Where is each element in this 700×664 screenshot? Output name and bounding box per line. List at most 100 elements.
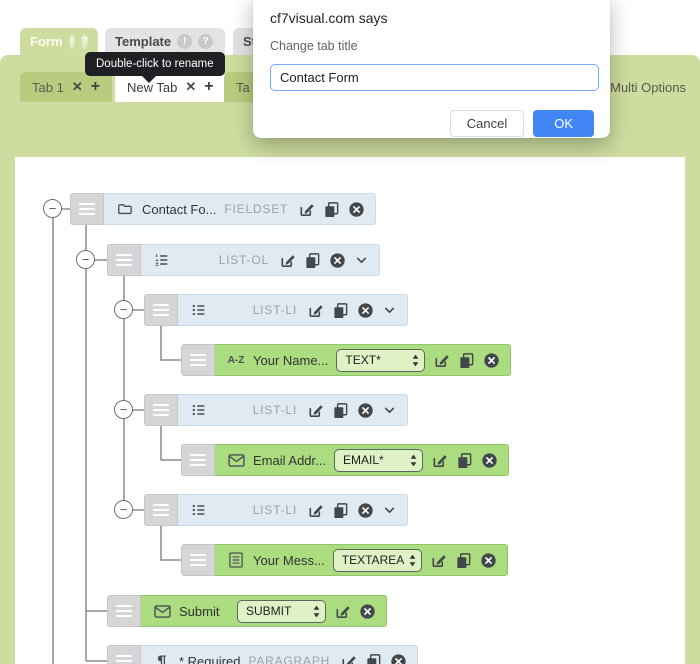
delete-icon[interactable] <box>329 252 346 269</box>
edit-icon[interactable] <box>279 252 296 269</box>
hamburger-icon <box>116 258 132 262</box>
hamburger-icon <box>190 558 206 562</box>
copy-icon[interactable] <box>304 252 321 269</box>
subtab-new-tab-label: New Tab <box>127 79 178 95</box>
delete-icon[interactable] <box>481 452 498 469</box>
subtab-new-tab[interactable]: New Tab ✕ + <box>115 72 226 102</box>
copy-icon[interactable] <box>332 302 349 319</box>
hamburger-icon <box>116 609 132 613</box>
copy-icon[interactable] <box>332 402 349 419</box>
az-icon: A-Z <box>227 354 245 366</box>
folder-icon <box>116 201 134 217</box>
row-body: LIST-LI <box>178 394 408 426</box>
drag-handle[interactable] <box>144 394 178 426</box>
row-label: Your Mess... <box>253 552 325 568</box>
add-tab-icon[interactable]: + <box>90 78 101 95</box>
envelope-icon <box>227 453 245 467</box>
tree-row-list-li: LIST-LI <box>144 394 408 426</box>
delete-icon[interactable] <box>357 302 374 319</box>
edit-icon[interactable] <box>307 302 324 319</box>
help-badge-icon[interactable]: ? <box>81 34 88 49</box>
drag-handle[interactable] <box>181 544 215 576</box>
copy-icon[interactable] <box>456 452 473 469</box>
collapse-toggle-icon[interactable]: − <box>43 199 62 218</box>
drag-handle[interactable] <box>144 494 178 526</box>
pilcrow-icon: ¶ <box>157 651 167 664</box>
drag-handle[interactable] <box>144 294 178 326</box>
copy-icon[interactable] <box>365 653 382 664</box>
tab-title-input[interactable] <box>270 64 599 91</box>
add-tab-icon[interactable]: + <box>204 78 214 95</box>
copy-icon[interactable] <box>458 352 475 369</box>
field-type-select[interactable]: SUBMIT <box>237 599 326 623</box>
collapse-toggle-icon[interactable]: − <box>114 300 133 319</box>
chevron-down-icon[interactable] <box>382 503 397 518</box>
close-icon[interactable]: ✕ <box>71 79 83 94</box>
alert-badge-icon[interactable]: ! <box>68 34 76 49</box>
chevron-down-icon[interactable] <box>382 403 397 418</box>
subtab-tab1[interactable]: Tab 1 ✕ + <box>20 72 113 102</box>
drag-handle[interactable] <box>181 444 215 476</box>
edit-icon[interactable] <box>340 653 357 664</box>
edit-icon[interactable] <box>433 352 450 369</box>
chevron-down-icon[interactable] <box>354 253 369 268</box>
edit-icon[interactable] <box>307 402 324 419</box>
delete-icon[interactable] <box>359 603 376 620</box>
tab-form[interactable]: Form ! ? <box>20 28 98 55</box>
form-panel: Tab 1 ✕ + New Tab ✕ + Ta Multi Options <box>0 55 700 664</box>
multi-options-link[interactable]: Multi Options <box>610 80 686 95</box>
delete-icon[interactable] <box>348 201 365 218</box>
subtab-ta-label: Ta <box>236 79 250 95</box>
edit-icon[interactable] <box>307 502 324 519</box>
dialog-message: Change tab title <box>270 39 358 53</box>
dialog-title: cf7visual.com says <box>270 10 388 26</box>
edit-icon[interactable] <box>334 603 351 620</box>
delete-icon[interactable] <box>480 552 497 569</box>
hamburger-icon <box>153 308 169 312</box>
collapse-toggle-icon[interactable]: − <box>114 400 133 419</box>
collapse-toggle-icon[interactable]: − <box>76 250 95 269</box>
collapse-toggle-icon[interactable]: − <box>114 500 133 519</box>
chevron-down-icon[interactable] <box>382 303 397 318</box>
drag-handle[interactable] <box>181 344 215 376</box>
field-type-select[interactable]: TEXT* <box>336 348 426 372</box>
drag-handle[interactable] <box>107 244 141 276</box>
drag-handle[interactable] <box>107 595 141 627</box>
row-body: Your Mess... TEXTAREA <box>215 544 508 576</box>
element-type-label: LIST-LI <box>252 503 297 517</box>
textarea-icon <box>227 552 245 568</box>
tree-row-list-li: LIST-LI <box>144 494 408 526</box>
copy-icon[interactable] <box>323 201 340 218</box>
browser-prompt-dialog: cf7visual.com says Change tab title Canc… <box>253 0 610 138</box>
drag-handle[interactable] <box>107 645 141 664</box>
delete-icon[interactable] <box>357 502 374 519</box>
cancel-button[interactable]: Cancel <box>449 110 525 137</box>
tree-connector-lines <box>52 208 181 664</box>
ok-button[interactable]: OK <box>533 110 594 137</box>
ordered-list-icon <box>153 252 171 268</box>
element-type-label: FIELDSET <box>224 202 289 216</box>
edit-icon[interactable] <box>298 201 315 218</box>
alert-badge-icon[interactable]: ! <box>177 34 193 49</box>
delete-icon[interactable] <box>357 402 374 419</box>
hamburger-icon <box>153 408 169 412</box>
edit-icon[interactable] <box>431 452 448 469</box>
hamburger-icon <box>190 358 206 362</box>
field-type-select[interactable]: EMAIL* <box>333 448 423 472</box>
close-icon[interactable]: ✕ <box>185 79 197 94</box>
subtab-tab1-label: Tab 1 <box>32 79 64 95</box>
copy-icon[interactable] <box>455 552 472 569</box>
delete-icon[interactable] <box>390 653 407 664</box>
drag-handle[interactable] <box>70 193 104 225</box>
edit-icon[interactable] <box>430 552 447 569</box>
delete-icon[interactable] <box>483 352 500 369</box>
tab-template[interactable]: Template ! ? <box>105 28 225 55</box>
hamburger-icon <box>116 659 132 663</box>
help-badge-icon[interactable]: ? <box>198 34 214 49</box>
rename-tooltip: Double-click to rename <box>85 52 225 83</box>
copy-icon[interactable] <box>332 502 349 519</box>
field-type-select[interactable]: TEXTAREA <box>332 548 422 572</box>
